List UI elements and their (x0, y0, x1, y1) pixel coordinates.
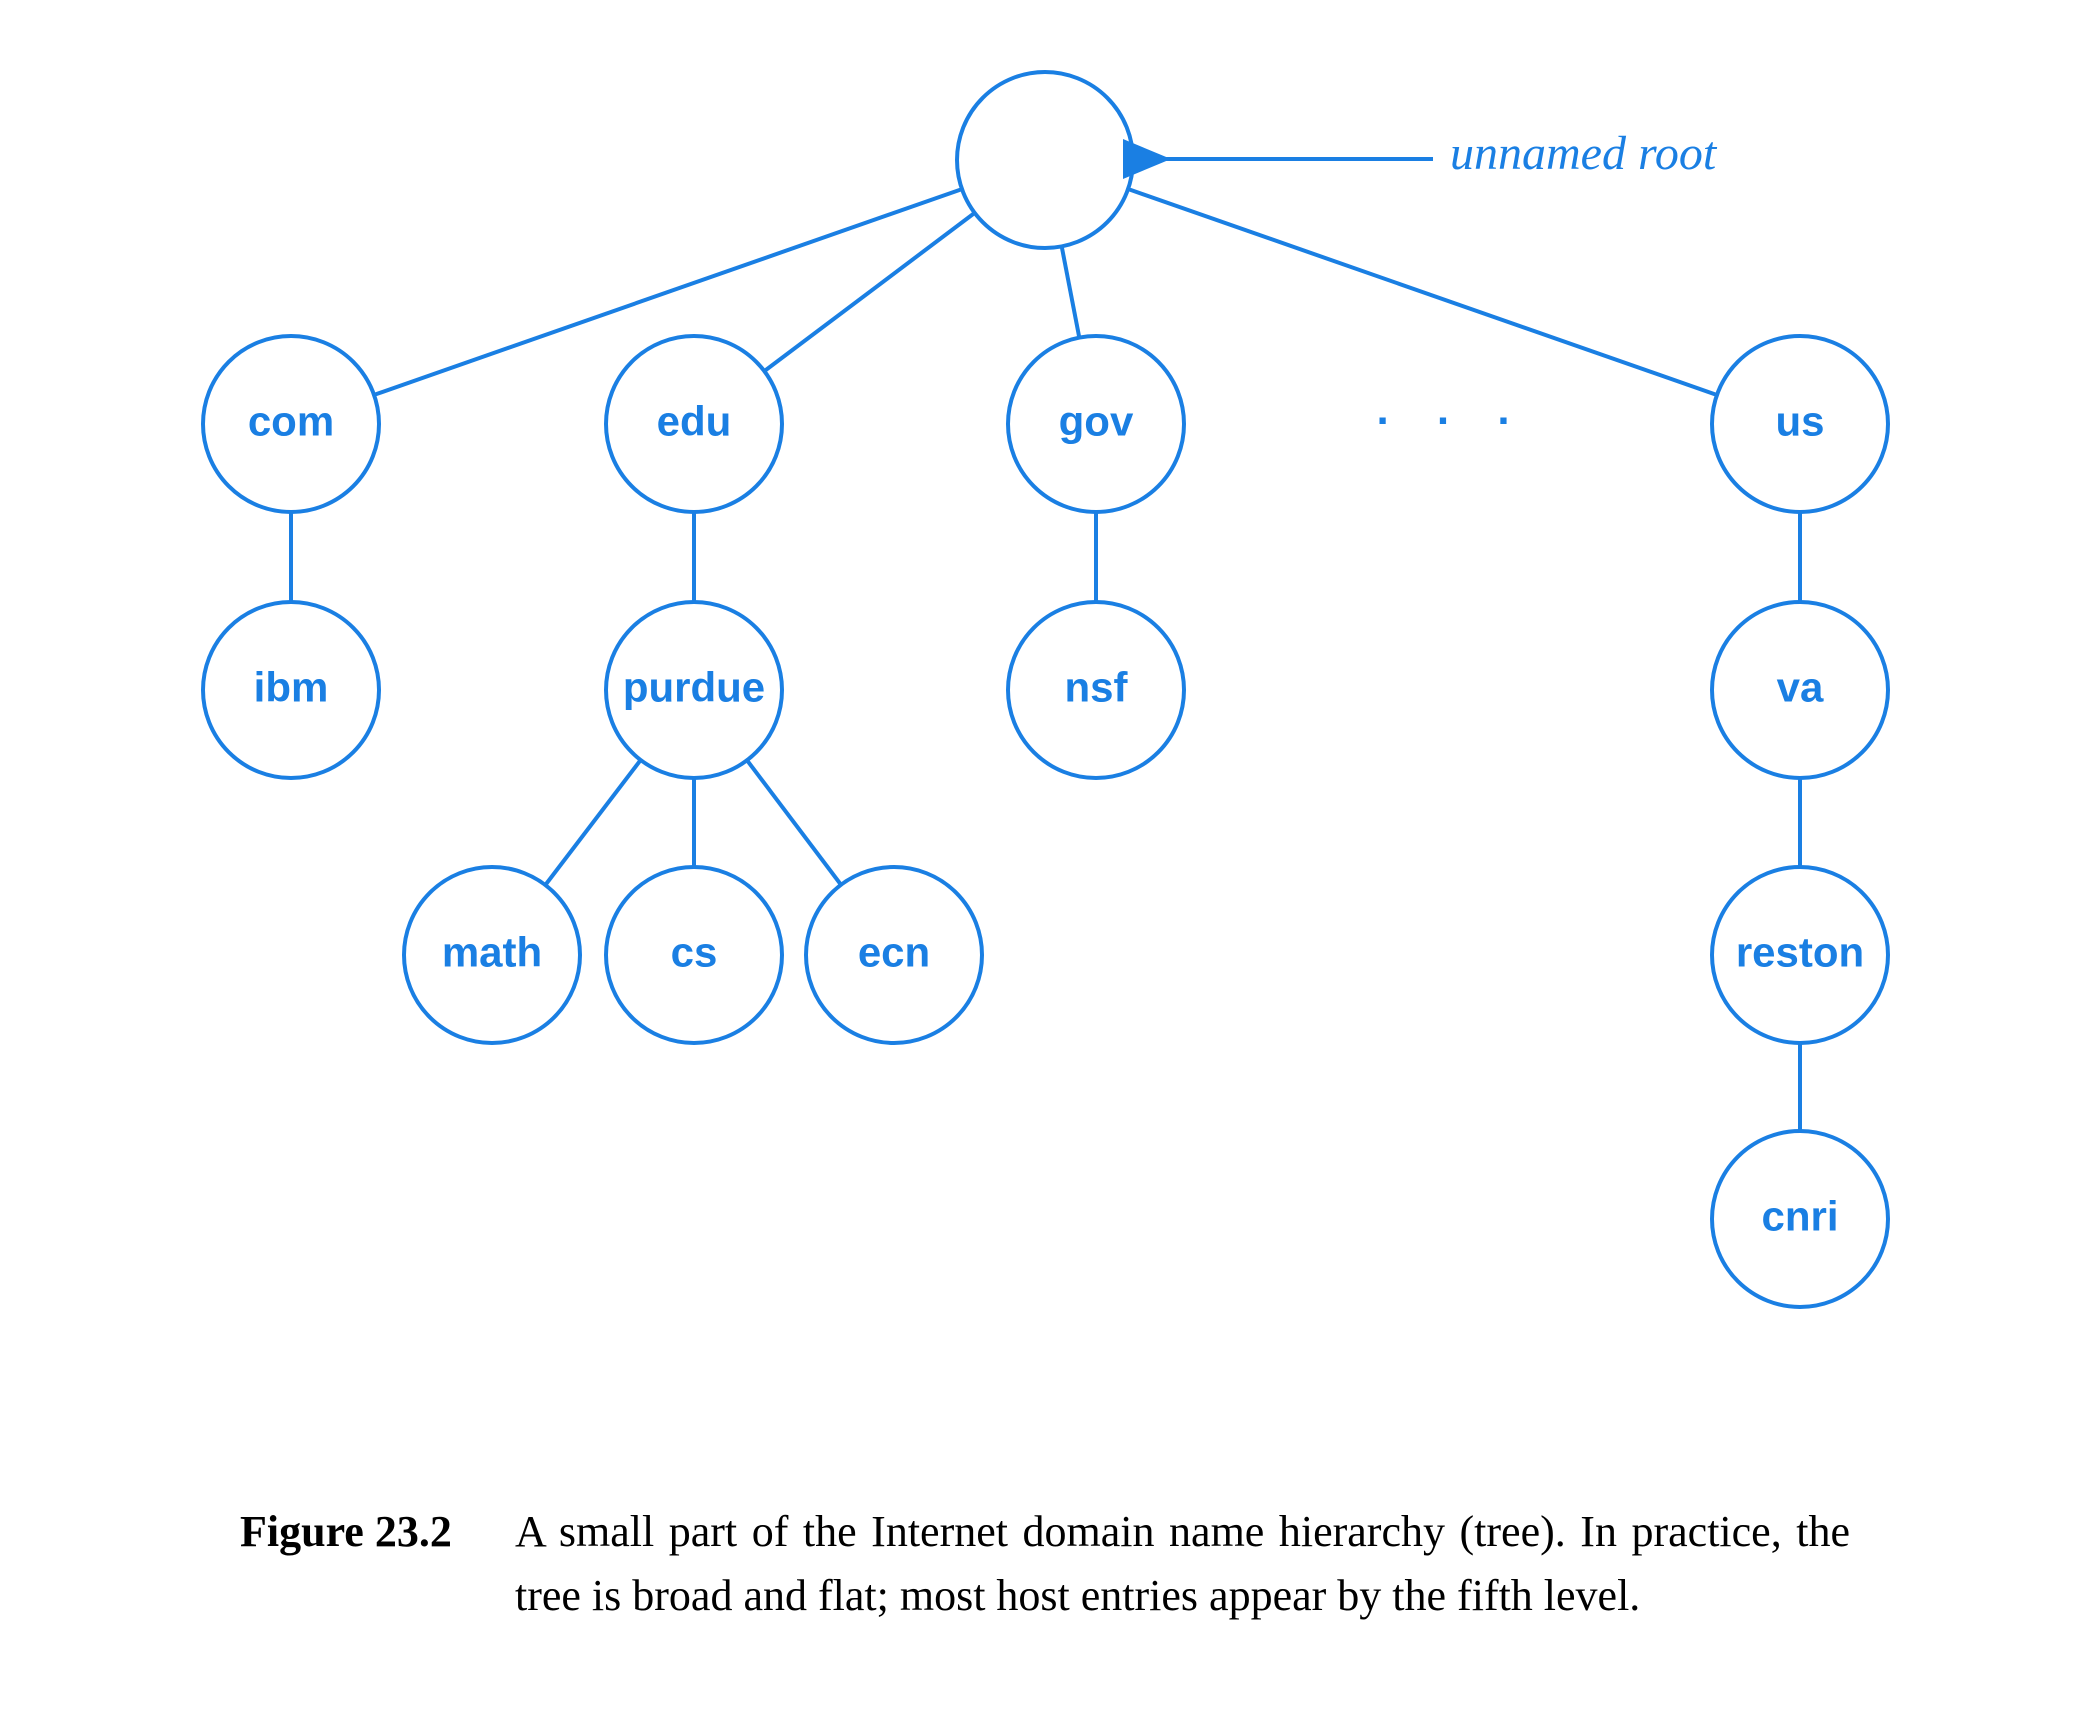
tree-edge-purdue-ecn (745, 759, 843, 886)
tree-node-reston: reston (1710, 865, 1890, 1045)
node-label: reston (1736, 929, 1864, 976)
node-circle (955, 70, 1135, 250)
root-annotation-label: unnamed root (1450, 127, 1718, 180)
node-label: com (248, 398, 334, 445)
node-label: cnri (1761, 1193, 1838, 1240)
node-label: nsf (1065, 664, 1129, 711)
ellipsis-more-domains: . . . (1376, 385, 1527, 434)
node-circle (1006, 600, 1186, 780)
tree-edge-root-edu (763, 211, 976, 373)
figure-caption: Figure 23.2 A small part of the Internet… (240, 1500, 1850, 1628)
node-label: math (442, 929, 542, 976)
tree-edge-root-us (1127, 187, 1718, 397)
node-circle (1710, 1129, 1890, 1309)
node-circle (804, 865, 984, 1045)
tree-node-root (955, 70, 1135, 250)
node-circle (201, 334, 381, 514)
node-label: va (1777, 664, 1824, 711)
tree-node-cnri: cnri (1710, 1129, 1890, 1309)
figure-caption-text: A small part of the Internet domain name… (515, 1507, 1850, 1620)
tree-node-nsf: nsf (1006, 600, 1186, 780)
node-label: purdue (623, 664, 765, 711)
tree-node-ibm: ibm (201, 600, 381, 780)
node-label: cs (671, 929, 718, 976)
node-label: ibm (254, 664, 329, 711)
tree-node-gov: gov (1006, 334, 1186, 514)
tree-node-math: math (402, 865, 582, 1045)
node-circle (604, 865, 784, 1045)
tree-node-ecn: ecn (804, 865, 984, 1045)
node-circle (1710, 865, 1890, 1045)
node-circle (1710, 334, 1890, 514)
node-label: ecn (858, 929, 930, 976)
node-circle (402, 865, 582, 1045)
node-circle (604, 334, 784, 514)
tree-edge-root-com (373, 187, 963, 397)
tree-node-purdue: purdue (604, 600, 784, 780)
node-circle (1710, 600, 1890, 780)
node-circle (201, 600, 381, 780)
node-label: us (1775, 398, 1824, 445)
tree-node-us: us (1710, 334, 1890, 514)
tree-node-va: va (1710, 600, 1890, 780)
node-label: edu (657, 398, 732, 445)
tree-node-edu: edu (604, 334, 784, 514)
tree-edge-purdue-math (543, 758, 643, 887)
figure-label: Figure 23.2 (240, 1507, 452, 1556)
node-circle (1006, 334, 1186, 514)
tree-node-cs: cs (604, 865, 784, 1045)
tree-node-com: com (201, 334, 381, 514)
tree-edge-root-gov (1059, 246, 1082, 338)
node-label: gov (1059, 398, 1134, 445)
node-circle (604, 600, 784, 780)
